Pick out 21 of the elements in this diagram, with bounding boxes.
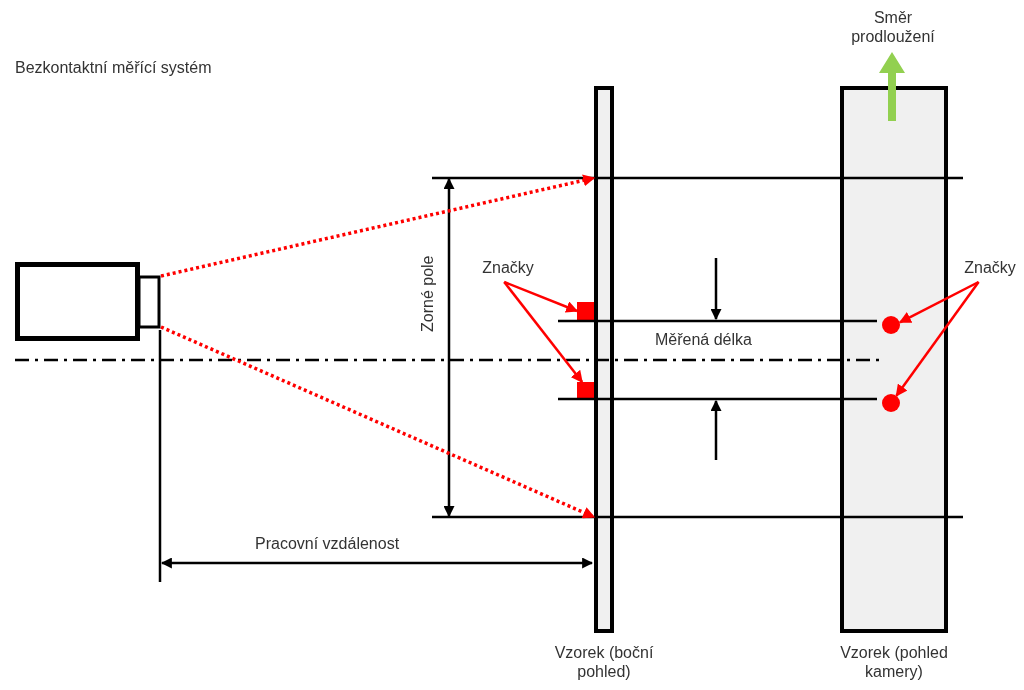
marker-label: Značky (470, 258, 546, 282)
sample-bar (840, 86, 948, 633)
dimension-label: Pracovní vzdálenost (255, 534, 400, 553)
sight-ray (160, 174, 596, 278)
sample-bar (594, 86, 614, 633)
direction-label: Směr prodloužení (850, 8, 936, 46)
sight-ray (160, 325, 596, 519)
leader-arrow (898, 280, 980, 324)
marker-dot (882, 316, 900, 334)
marker-label: Značky (952, 258, 1024, 282)
dimension-label: Měřená délka (655, 330, 752, 349)
sample-caption: Vzorek (pohled kamery) (839, 643, 949, 681)
camera-drawing (15, 262, 161, 341)
dimension-label: Zorné pole (418, 255, 437, 332)
leader-arrow (503, 281, 584, 383)
sample-caption: Vzorek (boční pohled) (553, 643, 655, 681)
marker-dot (882, 394, 900, 412)
title: Bezkontaktní měřící systém (15, 58, 212, 77)
leader-arrow (895, 281, 980, 397)
leader-arrow (503, 280, 579, 313)
marker-square (577, 302, 594, 320)
